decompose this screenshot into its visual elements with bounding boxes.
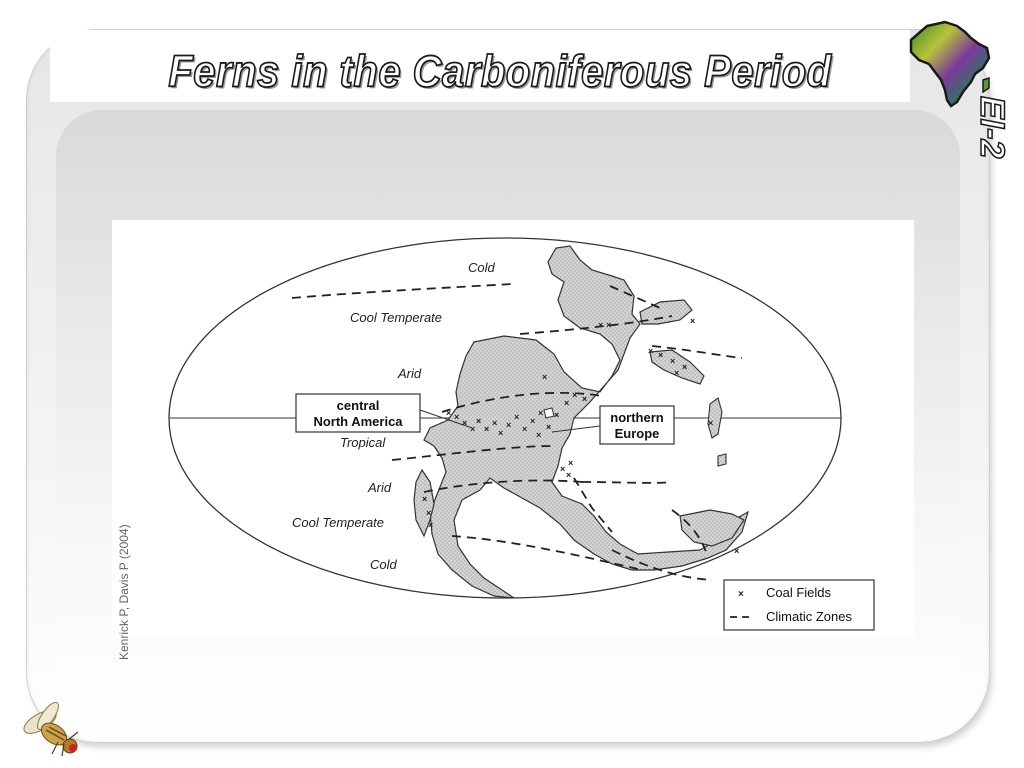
carboniferous-map: ××× ××× ××× ××× ××× ××× ×× ××× ××× ×× ××…: [168, 237, 875, 631]
callout-europe-line1: northern: [610, 410, 664, 425]
northeast-island: [639, 299, 693, 325]
svg-text:×: ×: [484, 424, 489, 434]
map-figure: ××× ××× ××× ××× ××× ××× ×× ××× ××× ×× ××…: [112, 220, 914, 638]
africa-logo-icon: [909, 20, 991, 108]
svg-text:×: ×: [582, 394, 587, 404]
svg-text:×: ×: [682, 362, 687, 372]
east-peninsula: [649, 349, 705, 385]
callout-pointer-eu: [551, 425, 601, 433]
legend-climatic-zones: Climatic Zones: [766, 609, 852, 624]
island-east-1: [707, 397, 723, 439]
callout-north-america-line1: central: [337, 398, 380, 413]
slide-code: EI-2: [972, 95, 1012, 159]
callout-box-europe: [599, 405, 675, 445]
svg-text:×: ×: [536, 430, 541, 440]
zone-label-arid-north: Arid: [397, 366, 422, 381]
svg-text:×: ×: [568, 458, 573, 468]
svg-text:×: ×: [670, 356, 675, 366]
svg-text:×: ×: [498, 428, 503, 438]
title-band: [50, 30, 910, 103]
svg-text:×: ×: [648, 346, 653, 356]
svg-text:×: ×: [446, 408, 451, 418]
island-east-2: [717, 453, 727, 467]
svg-text:×: ×: [572, 390, 577, 400]
legend-coal-fields: Coal Fields: [766, 585, 832, 600]
zone-label-tropical: Tropical: [340, 435, 386, 450]
svg-text:×: ×: [674, 368, 679, 378]
zone-label-cool-temperate-north: Cool Temperate: [350, 310, 442, 325]
svg-text:×: ×: [690, 316, 695, 326]
svg-text:×: ×: [506, 420, 511, 430]
svg-text:×: ×: [598, 320, 603, 330]
svg-text:×: ×: [734, 546, 739, 556]
callout-box-north-america: [295, 393, 421, 433]
zone-label-cold-north: Cold: [468, 260, 496, 275]
zone-label-arid-south: Arid: [367, 480, 392, 495]
svg-text:×: ×: [538, 408, 543, 418]
western-landmass: [413, 468, 435, 538]
legend-box: [723, 579, 875, 631]
figure-credit: Kenrick P, Davis P (2004): [117, 524, 131, 660]
svg-text:×: ×: [492, 418, 497, 428]
svg-text:×: ×: [560, 464, 565, 474]
svg-text:×: ×: [470, 424, 475, 434]
zone-label-cool-temperate-south: Cool Temperate: [292, 515, 384, 530]
slide-title: Ferns in the Carboniferous Period: [168, 46, 832, 97]
island-small-1: [543, 407, 555, 419]
svg-text:×: ×: [554, 410, 559, 420]
svg-text:×: ×: [530, 416, 535, 426]
svg-text:×: ×: [658, 350, 663, 360]
fruit-fly-icon: [23, 702, 79, 757]
callout-pointer-na: [419, 409, 473, 429]
climatic-zone-lines: [291, 283, 743, 581]
coal-field-marks: ××× ××× ××× ××× ××× ××× ×× ××× ××× ×× ××…: [422, 316, 739, 556]
svg-text:×: ×: [708, 418, 713, 428]
svg-text:×: ×: [476, 416, 481, 426]
svg-text:×: ×: [426, 508, 431, 518]
callout-europe-line2: Europe: [615, 426, 660, 441]
svg-text:×: ×: [522, 424, 527, 434]
svg-text:×: ×: [566, 470, 571, 480]
svg-text:×: ×: [462, 418, 467, 428]
svg-text:×: ×: [542, 372, 547, 382]
svg-text:×: ×: [422, 494, 427, 504]
svg-text:×: ×: [454, 412, 459, 422]
zone-label-cold-south: Cold: [370, 557, 398, 572]
svg-text:×: ×: [514, 412, 519, 422]
callout-north-america-line2: North America: [313, 414, 403, 429]
pangea-landmass: [423, 245, 750, 599]
svg-text:×: ×: [546, 422, 551, 432]
legend-coal-marker-icon: ×: [738, 589, 744, 600]
svg-text:×: ×: [428, 520, 433, 530]
svg-text:×: ×: [606, 320, 611, 330]
southeast-landmass: [679, 509, 745, 547]
svg-text:×: ×: [564, 398, 569, 408]
